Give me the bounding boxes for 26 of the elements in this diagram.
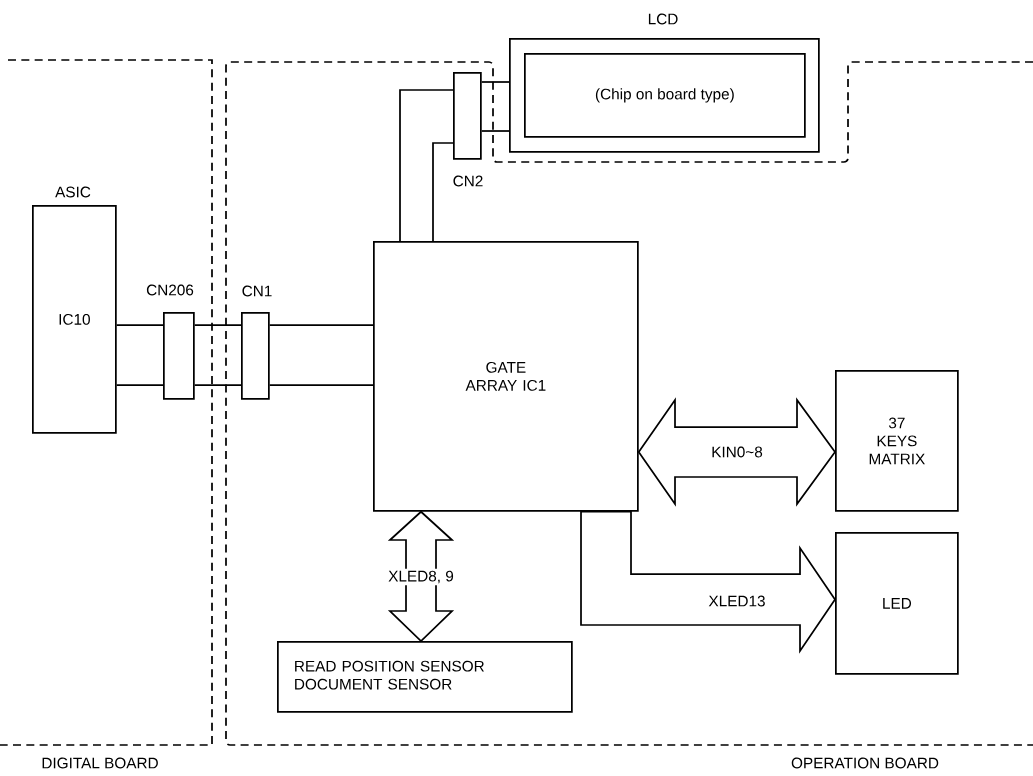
heading-label: CN206 [146, 284, 194, 296]
board-label: OPERATION BOARD [791, 757, 939, 769]
heading-label: LCD [648, 13, 678, 25]
bus-arrow [580, 510, 837, 654]
connection-line [399, 89, 454, 242]
connection-line [268, 384, 374, 386]
board-label: DIGITAL BOARD [42, 757, 158, 769]
keypad-box: 37 KEYS MATRIX [835, 370, 959, 512]
heading-label: CN1 [242, 285, 272, 297]
chip-box: GATE ARRAY IC1 [373, 241, 639, 512]
led-box: LED [835, 532, 959, 675]
connection-line [115, 384, 164, 386]
connection-line [268, 324, 374, 326]
chip-box: IC10 [32, 205, 117, 434]
connection-line [432, 142, 454, 242]
heading-label: ASIC [55, 186, 91, 198]
edge-label: XLED8, 9 [386, 568, 456, 586]
connection-line [193, 384, 242, 386]
display-panel: (Chip on board type) [524, 53, 806, 138]
connection-line [480, 130, 510, 132]
connection-line [480, 81, 510, 83]
heading-label: CN2 [453, 175, 483, 187]
connection-line [115, 324, 164, 326]
bus-arrow [637, 397, 837, 507]
connection-line [193, 324, 242, 326]
sensor-box: READ POSITION SENSOR DOCUMENT SENSOR [277, 641, 573, 713]
